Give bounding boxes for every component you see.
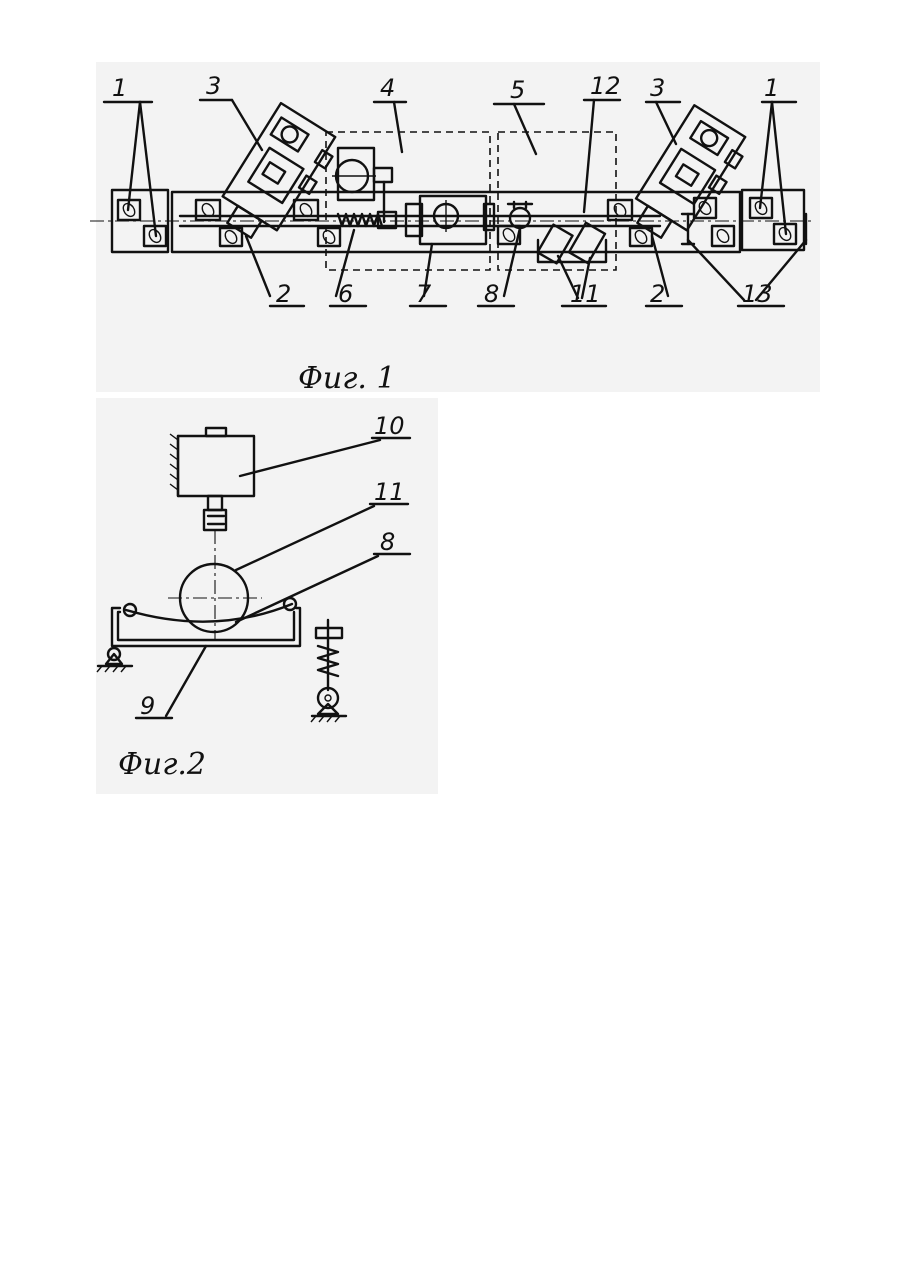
label-10: 10 — [374, 412, 405, 440]
label-9: 9 — [140, 692, 155, 720]
label-11-fig2: 11 — [374, 478, 405, 506]
label-11: 11 — [570, 280, 601, 308]
roller-11-b — [569, 223, 605, 263]
label-1-right: 1 — [764, 74, 779, 102]
unit-7-housing — [406, 196, 494, 244]
label-13: 13 — [742, 280, 773, 308]
figure-1-caption: Фиг. 1 — [298, 361, 396, 396]
spindle — [208, 496, 222, 510]
label-5: 5 — [510, 76, 525, 104]
label-7: 7 — [416, 280, 432, 308]
lever-9-inner — [118, 612, 294, 640]
label-3-right: 3 — [650, 74, 665, 102]
label-3-left: 3 — [206, 72, 221, 100]
label-4: 4 — [380, 74, 395, 102]
label-8: 8 — [484, 280, 499, 308]
label-1-left: 1 — [112, 74, 127, 102]
spring-cam-mechanism — [311, 620, 346, 722]
label-6: 6 — [338, 280, 353, 308]
left-head-3 — [212, 103, 342, 251]
roller-11-a — [537, 225, 572, 264]
label-12: 12 — [590, 72, 621, 100]
unit-10-housing — [178, 436, 254, 496]
figure-2-caption: Фиг.2 — [118, 747, 206, 782]
label-2-right: 2 — [650, 280, 665, 308]
figure-2-drawing: 10 11 8 9 Фиг.2 — [97, 412, 410, 782]
label-8-fig2: 8 — [380, 528, 395, 556]
label-2-left: 2 — [276, 280, 291, 308]
figure-1-drawing: 1 3 4 5 12 3 1 2 6 7 8 11 2 13 Фиг. 1 — [90, 72, 815, 396]
